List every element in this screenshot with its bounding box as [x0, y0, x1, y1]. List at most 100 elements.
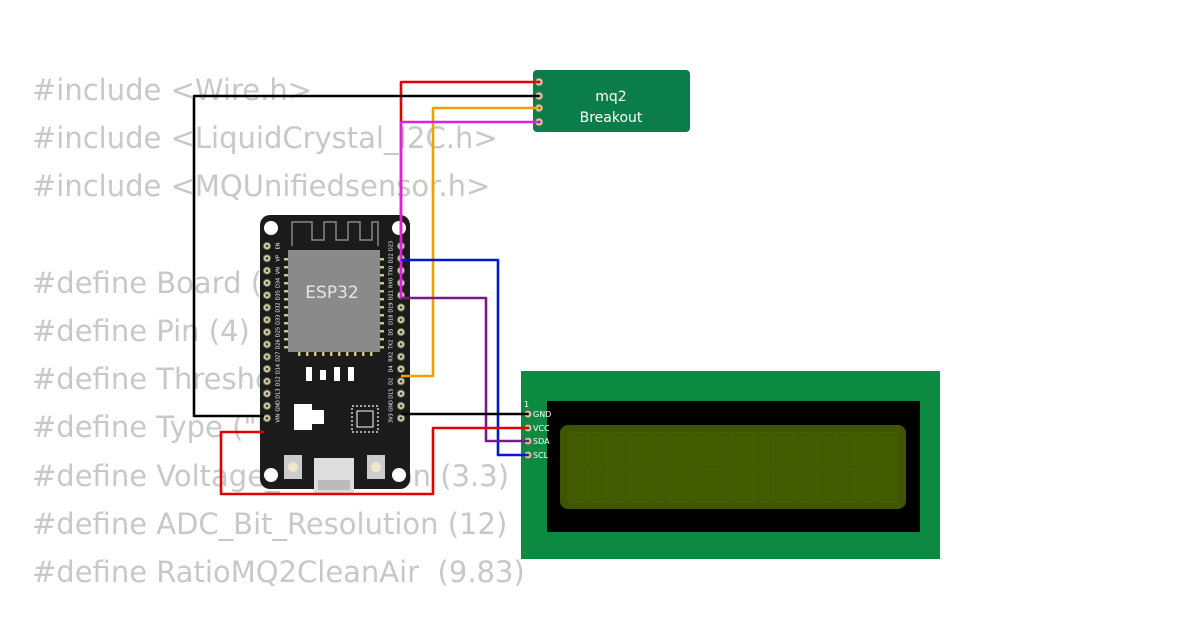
esp32-pin-d12[interactable]: D12 [262, 376, 282, 386]
esp32-pin-label: D25 [276, 327, 282, 337]
esp32-label: ESP32 [305, 283, 358, 303]
code-background: #include <Wire.h> #include <LiquidCrystal… [32, 66, 525, 596]
lcd-pin-sda[interactable]: SDA [523, 436, 550, 446]
esp32-pin-label: D18 [389, 315, 395, 325]
mq2-board [533, 70, 690, 132]
mq2-breakout[interactable]: mq2 Breakout [533, 70, 690, 132]
esp32-pin-label: D35 [276, 290, 282, 300]
esp32-pin-label: RX0 [389, 278, 395, 288]
lcd-pin-label: SDA [533, 437, 550, 446]
esp32-pin-d26[interactable]: D26 [262, 339, 282, 350]
esp32-pin-d18[interactable]: D18 [389, 315, 406, 325]
wire-mq2-vcc[interactable] [399, 80, 539, 246]
wire-mq2-digital[interactable] [399, 120, 539, 298]
esp32-pin-label: D15 [389, 388, 395, 398]
esp32-pin-d32[interactable]: D32 [262, 302, 282, 313]
esp32-pin-d13[interactable]: D13 [262, 388, 282, 399]
wire-lcd-scl[interactable] [401, 258, 528, 457]
esp32-pin-label: D33 [276, 315, 282, 325]
esp32-pin-d27[interactable]: D27 [262, 352, 282, 362]
wire-lcd-sda[interactable] [401, 296, 528, 443]
lcd-pin-label: SCL [533, 451, 549, 460]
esp32-pin-label: GND [276, 400, 282, 412]
esp32-pin-label: D21 [389, 290, 395, 300]
esp32-pin-label: D4 [389, 365, 395, 372]
esp32-chip [288, 250, 380, 352]
esp32-pin-d14[interactable]: D14 [262, 364, 282, 374]
esp32-pin-label: D26 [276, 339, 282, 349]
esp32-pin-label: D2 [389, 378, 395, 385]
antenna-trace [291, 221, 379, 246]
esp32-pin-en[interactable]: EN [262, 241, 282, 251]
mount-hole [392, 221, 406, 235]
mq2-subtitle: Breakout [580, 110, 643, 126]
esp32-pin-label: VIN [276, 414, 282, 423]
mount-hole [392, 468, 406, 482]
usb-uart-chip [351, 405, 379, 433]
esp32-pin-label: D13 [276, 388, 282, 398]
lcd-character-grid [567, 431, 898, 503]
esp32-pin-label: 3V3 [389, 413, 395, 423]
esp32-pin-label: TX2 [389, 340, 395, 351]
lcd-pin-label: GND [533, 410, 551, 419]
esp32-pin-label: D32 [276, 302, 282, 312]
esp32-pin-label: D5 [389, 329, 395, 336]
esp32-pin-label: D27 [276, 352, 282, 362]
esp32-pin-gnd[interactable]: GND [262, 400, 282, 412]
esp32-pin-rx2[interactable]: RX2 [389, 352, 406, 362]
regulator [294, 404, 312, 430]
en-button[interactable] [284, 455, 302, 479]
chip-pads [284, 258, 384, 356]
boot-button[interactable] [367, 455, 385, 479]
code-line: #include <Wire.h> [32, 73, 313, 107]
mount-hole [264, 221, 278, 235]
esp32-board[interactable]: ESP32 ENVPVND34D35D32D33D25D26D27D14D12D… [260, 215, 410, 494]
lcd-module[interactable]: 1 GND VCC SDA SCL [521, 371, 940, 559]
lcd-pin-gnd[interactable]: GND [523, 409, 551, 419]
wires [192, 80, 539, 496]
esp32-pin-label: D14 [276, 364, 282, 374]
mq2-title: mq2 [595, 89, 626, 105]
smd-components [294, 367, 379, 433]
esp32-pin-label: VN [276, 267, 282, 274]
esp32-pin-gnd[interactable]: GND [389, 400, 406, 412]
esp32-pin-vin[interactable]: VIN [262, 414, 282, 423]
esp32-pin-d33[interactable]: D33 [262, 315, 282, 325]
esp32-pin-d19[interactable]: D19 [389, 302, 406, 313]
esp32-pin-label: D12 [276, 376, 282, 386]
esp32-pin-vn[interactable]: VN [262, 266, 282, 275]
lcd-pin-label: VCC [533, 424, 550, 433]
wire-lcd-vcc[interactable] [219, 426, 528, 496]
esp32-pin-d34[interactable]: D34 [262, 278, 282, 288]
mount-hole [264, 468, 278, 482]
esp32-pin-d15[interactable]: D15 [389, 388, 406, 399]
wire-mq2-analog[interactable] [401, 106, 539, 378]
esp32-pin-d5[interactable]: D5 [389, 328, 406, 337]
esp32-pin-label: VP [276, 255, 282, 261]
code-line: #include <LiquidCrystal_I2C.h> [32, 121, 498, 156]
esp32-pin-label: D34 [276, 278, 282, 288]
code-line: #include <MQUnifiedsensor.h> [32, 169, 491, 204]
code-line: #define RatioMQ2CleanAir (9.83) [32, 554, 525, 589]
esp32-pin-label: D22 [389, 253, 395, 263]
wire-mq2-gnd[interactable] [192, 94, 539, 418]
code-line: #define ADC_Bit_Resolution (12) [32, 506, 508, 541]
esp32-pin-label: GND [389, 400, 395, 412]
code-line: #define Pin (4) [32, 313, 250, 348]
esp32-right-pin-header: D23D22TX0RX0D21D19D18D5TX2RX2D4D2D15GND3… [389, 241, 406, 423]
lcd-pin-number: 1 [524, 400, 529, 409]
esp32-pin-d2[interactable]: D2 [389, 377, 406, 386]
esp32-pin-label: EN [276, 242, 282, 249]
esp32-pin-vp[interactable]: VP [262, 254, 282, 263]
lcd-pin-vcc[interactable]: VCC [523, 423, 550, 433]
esp32-pin-label: D19 [389, 302, 395, 312]
esp32-pin-label: TX0 [389, 266, 395, 277]
esp32-pin-d4[interactable]: D4 [389, 364, 406, 374]
esp32-pin-tx2[interactable]: TX2 [389, 340, 406, 351]
esp32-pin-label: RX2 [389, 352, 395, 362]
esp32-pin-label: D23 [389, 241, 395, 251]
esp32-pin-d25[interactable]: D25 [262, 327, 282, 337]
esp32-pin-d35[interactable]: D35 [262, 290, 282, 300]
